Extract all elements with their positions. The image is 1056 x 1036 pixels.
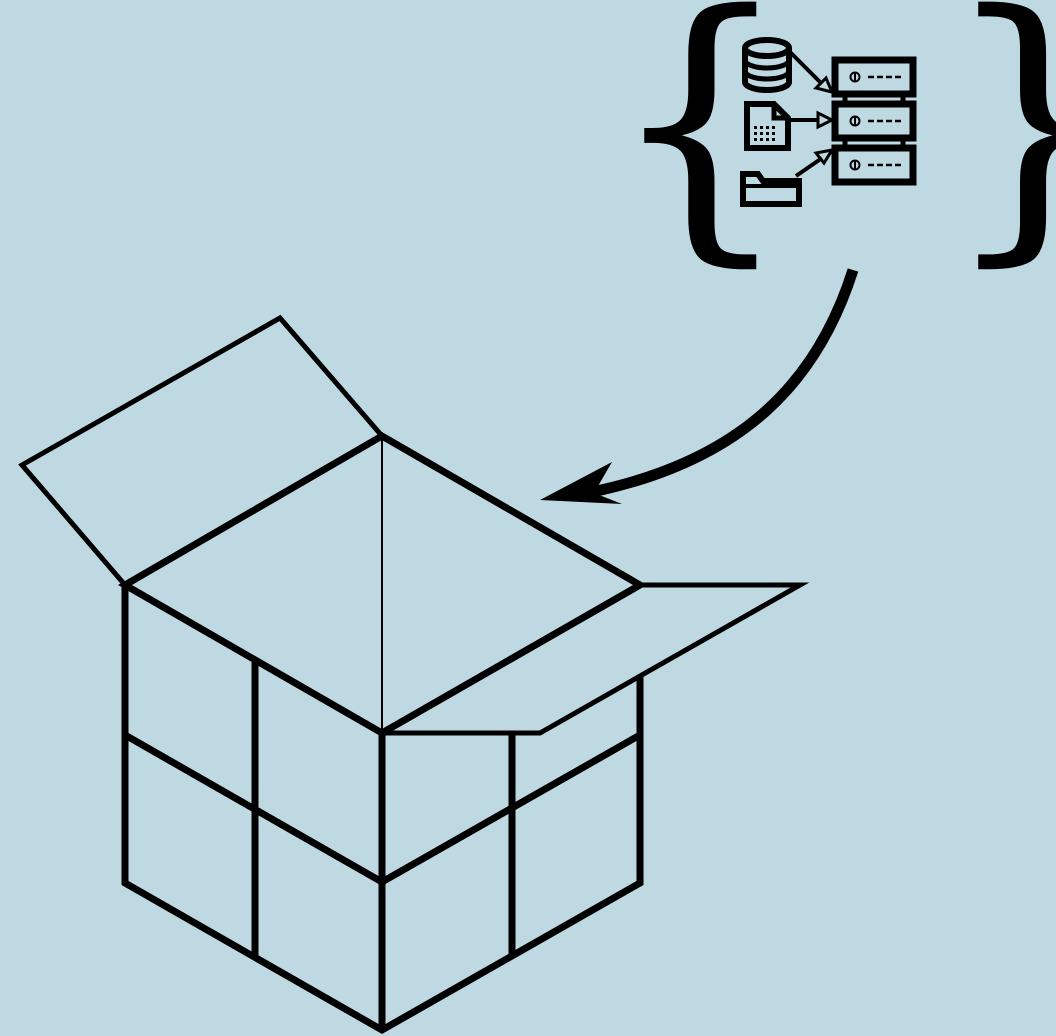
open-cardboard-box-icon — [22, 318, 800, 1030]
server-stack-icon — [835, 60, 913, 182]
close-brace: } — [942, 0, 1056, 291]
flow-arrows — [790, 52, 832, 176]
data-sources-group: { } — [608, 0, 1056, 291]
box-right-flap — [382, 585, 800, 733]
box-left-flap — [22, 318, 382, 585]
curved-arrow-icon — [540, 270, 853, 504]
